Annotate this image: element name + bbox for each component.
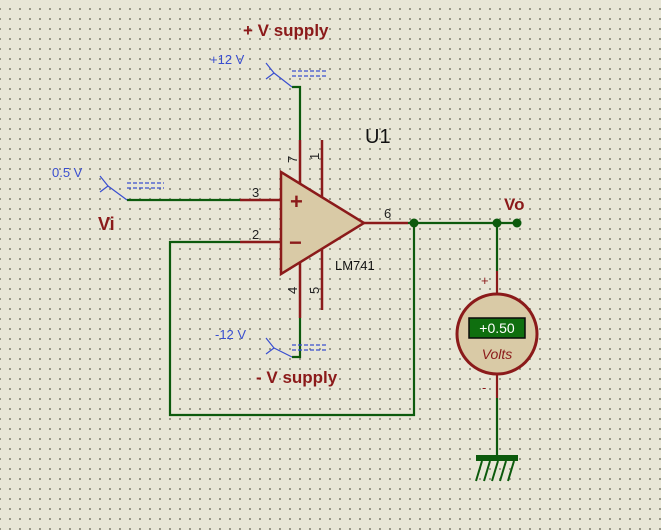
pin-number-2: 2 bbox=[252, 227, 259, 242]
wire-neg-supply bbox=[292, 318, 302, 359]
voltmeter-unit: Volts bbox=[482, 346, 513, 362]
voltmeter-plus-terminal: + bbox=[481, 273, 489, 288]
input-value: 0.5 V bbox=[52, 165, 83, 180]
voltmeter-minus-terminal: - bbox=[482, 380, 486, 395]
opamp-u1[interactable]: + − bbox=[240, 140, 408, 318]
generator-pos-supply[interactable]: +12 V bbox=[210, 52, 328, 88]
opamp-minus-sign: − bbox=[289, 230, 302, 255]
neg-supply-title: - V supply bbox=[256, 368, 338, 387]
generator-pos-icon bbox=[265, 62, 328, 88]
voltmeter[interactable]: +0.50 Volts + - bbox=[455, 271, 539, 398]
generator-input-icon bbox=[99, 175, 164, 201]
input-label: Vi bbox=[98, 214, 115, 234]
generator-neg-supply[interactable]: -12 V bbox=[215, 327, 328, 358]
opamp-triangle bbox=[279, 169, 367, 277]
wire-pos-supply bbox=[292, 85, 302, 140]
neg-supply-value: -12 V bbox=[215, 327, 246, 342]
pos-supply-value: +12 V bbox=[210, 52, 245, 67]
pin-number-5: 5 bbox=[307, 287, 322, 294]
wires bbox=[127, 85, 517, 455]
generator-neg-icon bbox=[265, 337, 328, 358]
pin-number-3: 3 bbox=[252, 185, 259, 200]
opamp-plus-sign: + bbox=[290, 189, 303, 214]
ref-designator: U1 bbox=[365, 126, 391, 148]
ground-icon bbox=[475, 455, 518, 482]
part-name: LM741 bbox=[335, 258, 375, 273]
pin-number-4: 4 bbox=[285, 287, 300, 294]
generator-input[interactable]: 0.5 V bbox=[52, 165, 164, 201]
output-label: Vo bbox=[504, 195, 524, 214]
junction-meter bbox=[492, 218, 502, 228]
pin-number-1: 1 bbox=[307, 153, 322, 160]
pin-number-7: 7 bbox=[285, 156, 300, 163]
pin-number-6: 6 bbox=[384, 206, 391, 221]
voltmeter-reading: +0.50 bbox=[479, 320, 515, 336]
wire-feedback bbox=[168, 223, 416, 417]
pos-supply-title: + V supply bbox=[243, 21, 329, 40]
junction-output-terminal bbox=[512, 218, 522, 228]
junction-feedback bbox=[409, 218, 419, 228]
voltmeter-lcd bbox=[468, 317, 526, 339]
